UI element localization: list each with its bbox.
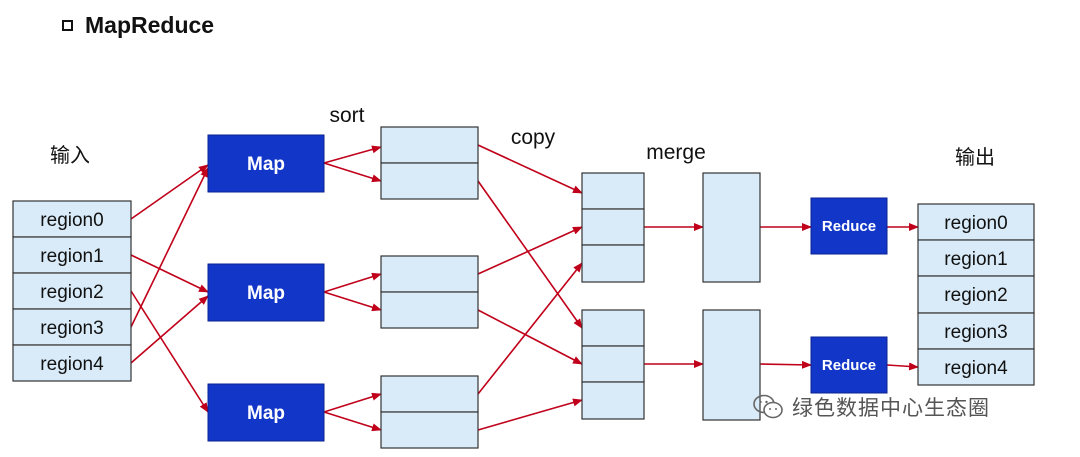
flow-arrow bbox=[477, 226, 583, 275]
reduce-text: Reduce bbox=[822, 218, 876, 235]
flow-arrow bbox=[130, 295, 209, 364]
merge-cell bbox=[581, 309, 645, 347]
watermark: 绿色数据中心生态圈 bbox=[752, 392, 990, 422]
merge-inbox bbox=[581, 172, 645, 283]
input-region-label: region3 bbox=[40, 318, 103, 339]
output-label: 输出 bbox=[955, 146, 995, 169]
output-region-label: region0 bbox=[944, 213, 1007, 234]
sort-cell bbox=[380, 126, 479, 164]
merge-cell bbox=[581, 172, 645, 210]
merge-cell bbox=[581, 208, 645, 246]
output-region-box bbox=[917, 275, 1035, 314]
merged-block bbox=[702, 172, 761, 283]
reduce-node: Reduce bbox=[810, 197, 888, 255]
title-group: MapReduce bbox=[62, 12, 214, 39]
map-node: Map bbox=[207, 134, 325, 193]
output-region-label: region4 bbox=[944, 358, 1008, 379]
watermark-text: 绿色数据中心生态圈 bbox=[792, 396, 990, 420]
sort-buffer bbox=[380, 126, 479, 200]
flow-arrow bbox=[477, 144, 583, 194]
flow-arrow bbox=[323, 392, 382, 413]
wechat-icon bbox=[753, 394, 783, 419]
flow-arrow bbox=[130, 254, 209, 293]
input-region-label: region1 bbox=[40, 246, 103, 267]
reduce-box bbox=[810, 336, 888, 394]
input-region-label: region2 bbox=[40, 282, 103, 303]
output-region-box bbox=[917, 203, 1035, 241]
map-text: Map bbox=[247, 154, 285, 175]
map-box bbox=[207, 134, 325, 193]
map-box bbox=[207, 383, 325, 442]
input-region-label: region4 bbox=[40, 354, 104, 375]
output-region-box bbox=[917, 348, 1035, 386]
flow-arrow bbox=[477, 398, 583, 431]
flow-arrow bbox=[130, 167, 209, 328]
input-region-box bbox=[12, 344, 132, 382]
merge-inbox bbox=[581, 309, 645, 420]
flow-arrow bbox=[759, 360, 812, 369]
reduce-box bbox=[810, 197, 888, 255]
output-region-label: region1 bbox=[944, 249, 1007, 270]
output-stack: region0 region1 region2 region3 region4 bbox=[917, 203, 1035, 386]
map-box bbox=[207, 263, 325, 322]
diagram-title: MapReduce bbox=[85, 12, 215, 38]
merge-cell bbox=[581, 381, 645, 420]
flow-arrow bbox=[323, 145, 382, 164]
merge-label: merge bbox=[646, 141, 706, 164]
flow-arrow bbox=[130, 164, 209, 220]
map-text: Map bbox=[247, 403, 285, 424]
copy-label: copy bbox=[511, 126, 556, 149]
input-region-box bbox=[12, 272, 132, 310]
input-region-box bbox=[12, 236, 132, 274]
flow-arrow bbox=[323, 291, 382, 312]
map-node: Map bbox=[207, 263, 325, 322]
sort-buffer bbox=[380, 255, 479, 329]
flow-arrow bbox=[886, 362, 919, 371]
map-node: Map bbox=[207, 383, 325, 442]
edges-layer bbox=[130, 144, 919, 432]
sort-cell bbox=[380, 375, 479, 413]
merge-cell bbox=[581, 345, 645, 383]
sort-label: sort bbox=[329, 104, 364, 127]
output-region-box bbox=[917, 312, 1035, 350]
flow-arrow bbox=[130, 290, 209, 413]
flow-arrow bbox=[323, 272, 382, 293]
flow-arrow bbox=[323, 411, 382, 432]
output-region-label: region2 bbox=[944, 285, 1007, 306]
output-region-label: region3 bbox=[944, 322, 1007, 343]
sort-buffer bbox=[380, 375, 479, 449]
map-text: Map bbox=[247, 283, 285, 304]
square-bullet-icon bbox=[62, 20, 73, 31]
input-label: 输入 bbox=[50, 144, 90, 167]
sort-cell bbox=[380, 255, 479, 293]
sort-cell bbox=[380, 411, 479, 449]
merged-block bbox=[702, 309, 761, 421]
input-stack: region0 region1 region2 region3 region4 bbox=[12, 200, 132, 382]
sort-cell bbox=[380, 162, 479, 200]
flow-arrow bbox=[477, 309, 583, 365]
sort-cell bbox=[380, 291, 479, 329]
flow-arrow bbox=[477, 180, 583, 329]
flow-arrow bbox=[323, 162, 382, 183]
merge-cell bbox=[581, 244, 645, 283]
input-region-label: region0 bbox=[40, 210, 103, 231]
reduce-node: Reduce bbox=[810, 336, 888, 394]
input-region-box bbox=[12, 200, 132, 238]
flow-arrow bbox=[477, 262, 583, 395]
reduce-text: Reduce bbox=[822, 357, 876, 374]
